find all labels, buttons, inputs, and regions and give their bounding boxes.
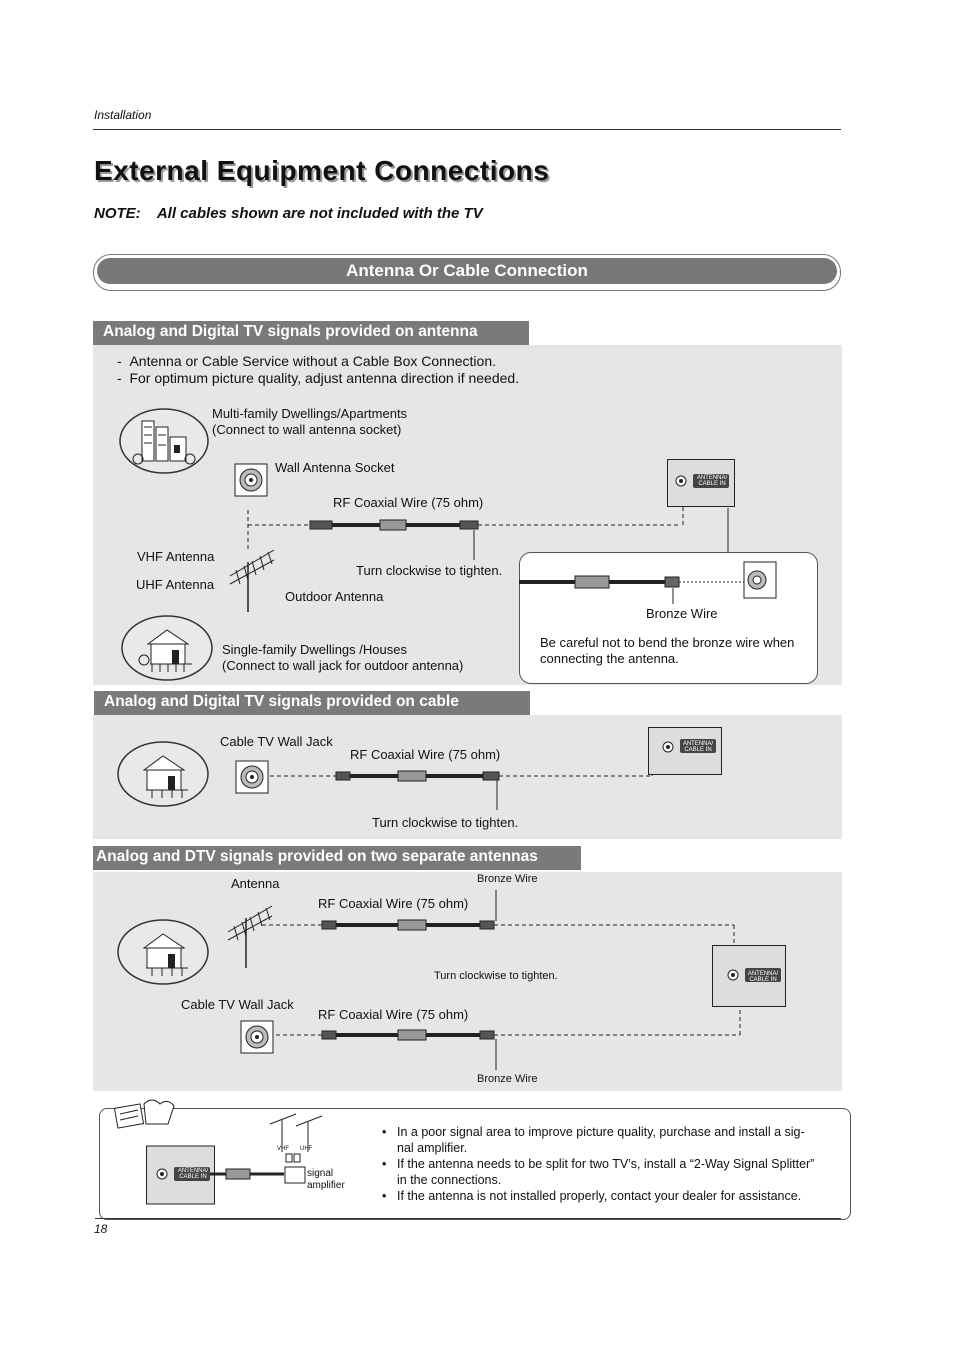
bronze-wire-label: Bronze Wire	[477, 1073, 538, 1085]
cable-wall-jack-label: Cable TV Wall Jack	[220, 734, 333, 749]
page-title: External Equipment Connections	[94, 155, 550, 186]
wall-socket-label: Wall Antenna Socket	[275, 460, 395, 475]
rf-wire-label: RF Coaxial Wire (75 ohm)	[318, 1007, 469, 1022]
uhf-antenna-label: UHF Antenna	[136, 577, 215, 592]
house-icon	[117, 741, 209, 807]
tip-hand-icon	[113, 1099, 175, 1129]
outdoor-antenna-icon	[229, 549, 275, 612]
uhf-label: UHF	[300, 1146, 313, 1152]
header-rule	[93, 129, 841, 130]
turn-label: Turn clockwise to tighten.	[372, 815, 519, 830]
turn-label: Turn clockwise to tighten.	[356, 563, 503, 578]
banner: Antenna Or Cable Connection	[93, 254, 841, 291]
antenna-label: Antenna	[231, 876, 280, 891]
jack-label: ANTENNA/CABLE IN	[696, 475, 728, 487]
single-family-label: Single-family Dwellings /Houses (Connect…	[222, 642, 464, 673]
bronze-wire-diagram	[519, 561, 777, 604]
note-text: All cables shown are not included with t…	[156, 205, 483, 222]
page-number: 18	[94, 1222, 108, 1236]
banner-title: Antenna Or Cable Connection	[97, 258, 837, 284]
tips-list: In a poor signal area to improve picture…	[382, 1124, 837, 1204]
bullet-item: - For optimum picture quality, adjust an…	[117, 370, 520, 386]
section1-header: Analog and Digital TV signals provided o…	[93, 321, 529, 345]
wall-jack-icon	[240, 1020, 274, 1054]
rf-wire-label: RF Coaxial Wire (75 ohm)	[350, 747, 501, 762]
signal-amplifier-label: signal amplifier	[307, 1168, 345, 1191]
jack-label: ANTENNA/CABLE IN	[177, 1168, 209, 1180]
rf-wire-label: RF Coaxial Wire (75 ohm)	[333, 495, 484, 510]
tv-antenna-jack	[712, 945, 786, 1007]
careful-note: Be careful not to bend the bronze wire w…	[540, 635, 795, 666]
tip-item: In a poor signal area to improve picture…	[382, 1124, 837, 1156]
section-label: Installation	[94, 108, 152, 122]
bronze-wire-label: Bronze Wire	[477, 873, 538, 885]
note: NOTE: All cables shown are not included …	[94, 205, 483, 222]
vhf-label: VHF	[277, 1146, 289, 1152]
footer-rule	[95, 1218, 841, 1219]
outdoor-antenna-label: Outdoor Antenna	[285, 589, 384, 604]
section3-header: Analog and DTV signals provided on two s…	[93, 846, 581, 870]
vhf-antenna-label: VHF Antenna	[137, 549, 215, 564]
turn-label: Turn clockwise to tighten.	[434, 970, 558, 982]
section1-cable-diagram	[247, 507, 729, 560]
wall-socket-icon	[234, 463, 268, 497]
apartment-icon	[119, 408, 209, 474]
outdoor-antenna-icon	[227, 905, 273, 968]
section2-header: Analog and Digital TV signals provided o…	[94, 691, 530, 715]
amplifier-diagram	[146, 1113, 323, 1205]
jack-label: ANTENNA/CABLE IN	[747, 971, 779, 983]
multi-family-label: Multi-family Dwellings/Apartments (Conne…	[212, 406, 408, 437]
bullet-item: - Antenna or Cable Service without a Cab…	[117, 353, 497, 369]
cable-wall-jack-label: Cable TV Wall Jack	[181, 997, 294, 1012]
tv-antenna-jack	[648, 727, 722, 775]
section3-cable-diagram	[262, 890, 741, 1070]
wall-jack-icon	[235, 760, 269, 794]
tip-item: If the antenna needs to be split for two…	[382, 1156, 837, 1188]
bronze-wire-label: Bronze Wire	[646, 606, 718, 621]
section1-bullets: - Antenna or Cable Service without a Cab…	[117, 353, 519, 387]
note-label: NOTE:	[94, 205, 141, 222]
house-icon	[121, 615, 213, 681]
jack-label: ANTENNA/CABLE IN	[682, 741, 714, 753]
tip-item: If the antenna is not installed properly…	[382, 1188, 837, 1204]
house-icon	[117, 919, 209, 985]
rf-wire-label: RF Coaxial Wire (75 ohm)	[318, 896, 469, 911]
tv-antenna-jack	[667, 459, 735, 507]
section2-cable-diagram	[270, 760, 653, 810]
